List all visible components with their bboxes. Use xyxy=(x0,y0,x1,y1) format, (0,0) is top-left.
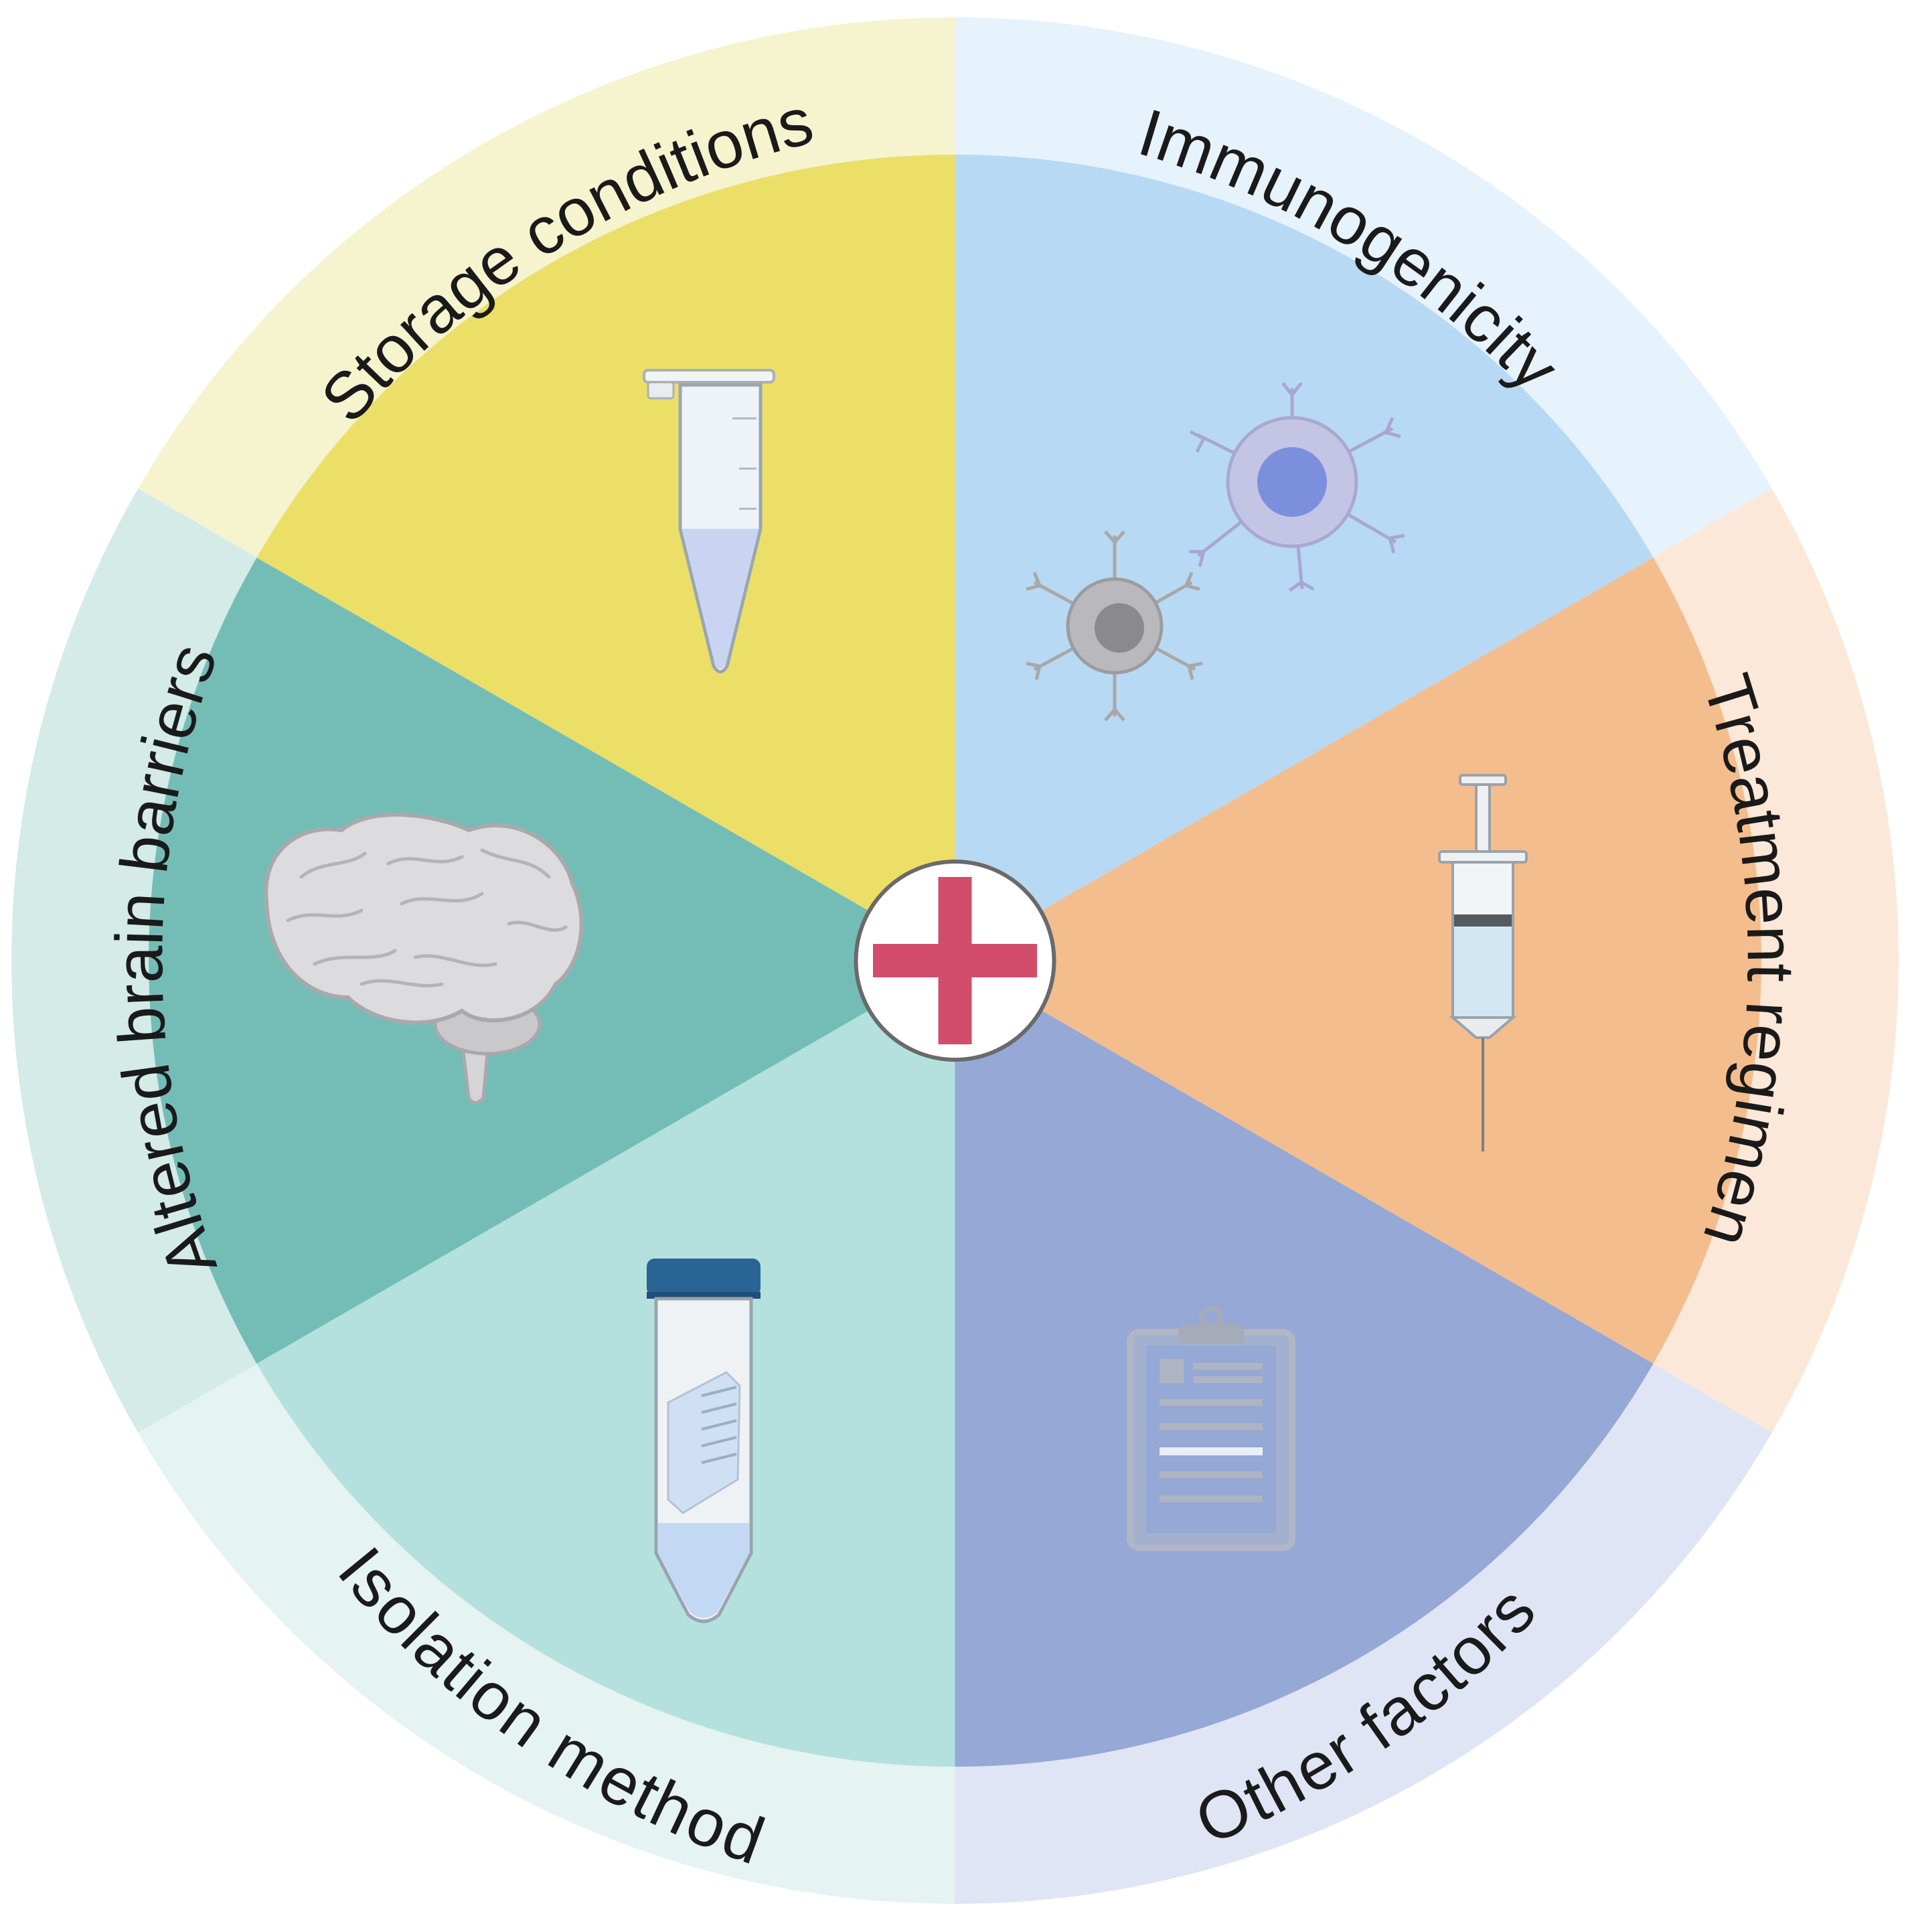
syringe-icon xyxy=(1438,774,1528,1151)
clipboard-icon xyxy=(1127,1305,1295,1551)
plus-icon xyxy=(873,877,1037,1044)
conical-tube-icon xyxy=(647,1259,761,1623)
segment-immunogenicity xyxy=(955,154,1654,961)
center-badge xyxy=(854,860,1056,1062)
brain-icon xyxy=(264,812,584,1105)
immune-cells-icon xyxy=(1026,382,1405,722)
segment-treatment xyxy=(955,558,1761,1364)
segment-other xyxy=(955,961,1654,1767)
microcentrifuge-tube-icon xyxy=(643,369,775,673)
segment-storage xyxy=(256,154,955,961)
segment-isolation xyxy=(256,961,955,1767)
